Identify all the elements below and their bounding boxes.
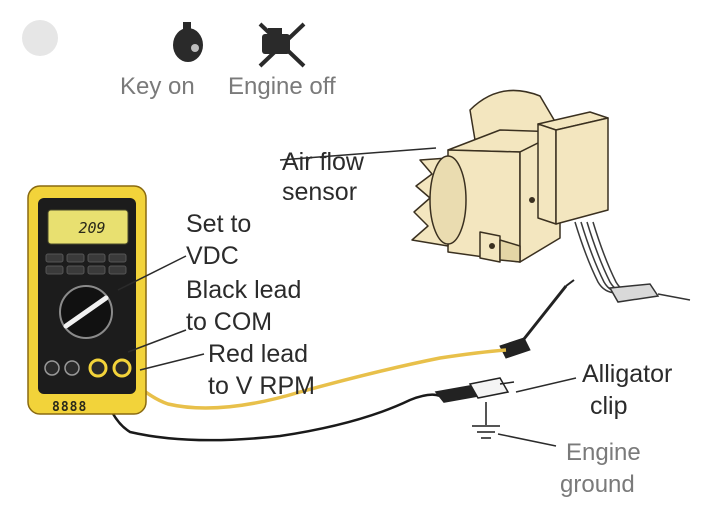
alligator-clip-label-line2: clip	[590, 392, 628, 420]
air-flow-sensor-label-line2: sensor	[282, 178, 358, 206]
air-flow-sensor-label-line1: Air flow	[282, 148, 364, 176]
multimeter-model-digits: 8888	[52, 400, 88, 415]
black-lead-label-line2: to COM	[186, 308, 273, 336]
red-lead-label-line2: to V RPM	[208, 372, 315, 400]
callout-lines	[117, 147, 577, 447]
multimeter	[27, 185, 147, 415]
alligator-clip-label-line1: Alligator	[582, 360, 673, 388]
engine-off-icon	[258, 22, 306, 68]
red-lead-label-line1: Red lead	[208, 340, 309, 368]
air-flow-sensor	[411, 89, 609, 263]
multimeter-buttons	[45, 253, 127, 275]
set-to-label-line2: VDC	[186, 242, 239, 270]
alligator-clip	[434, 377, 515, 403]
key-icon	[173, 22, 203, 62]
engine-ground-label-line2: ground	[560, 471, 635, 498]
sensor-cable	[574, 221, 643, 294]
sensor-connector	[608, 283, 691, 303]
multimeter-screen	[47, 209, 129, 245]
engine-ground-label-line1: Engine	[566, 439, 641, 466]
multimeter-display-value: 209	[78, 219, 106, 237]
set-to-label-line1: Set to	[186, 210, 252, 238]
engine-off-label: Engine off	[228, 73, 336, 100]
red-lead-wire	[124, 348, 507, 410]
black-lead-wire	[98, 379, 441, 442]
input-jacks	[44, 358, 132, 378]
engine-ground-icon	[472, 402, 500, 439]
black-lead-label-line1: Black lead	[186, 276, 302, 304]
back-probe	[499, 279, 575, 359]
key-on-label: Key on	[120, 73, 195, 100]
status-indicator-icon	[22, 20, 58, 56]
